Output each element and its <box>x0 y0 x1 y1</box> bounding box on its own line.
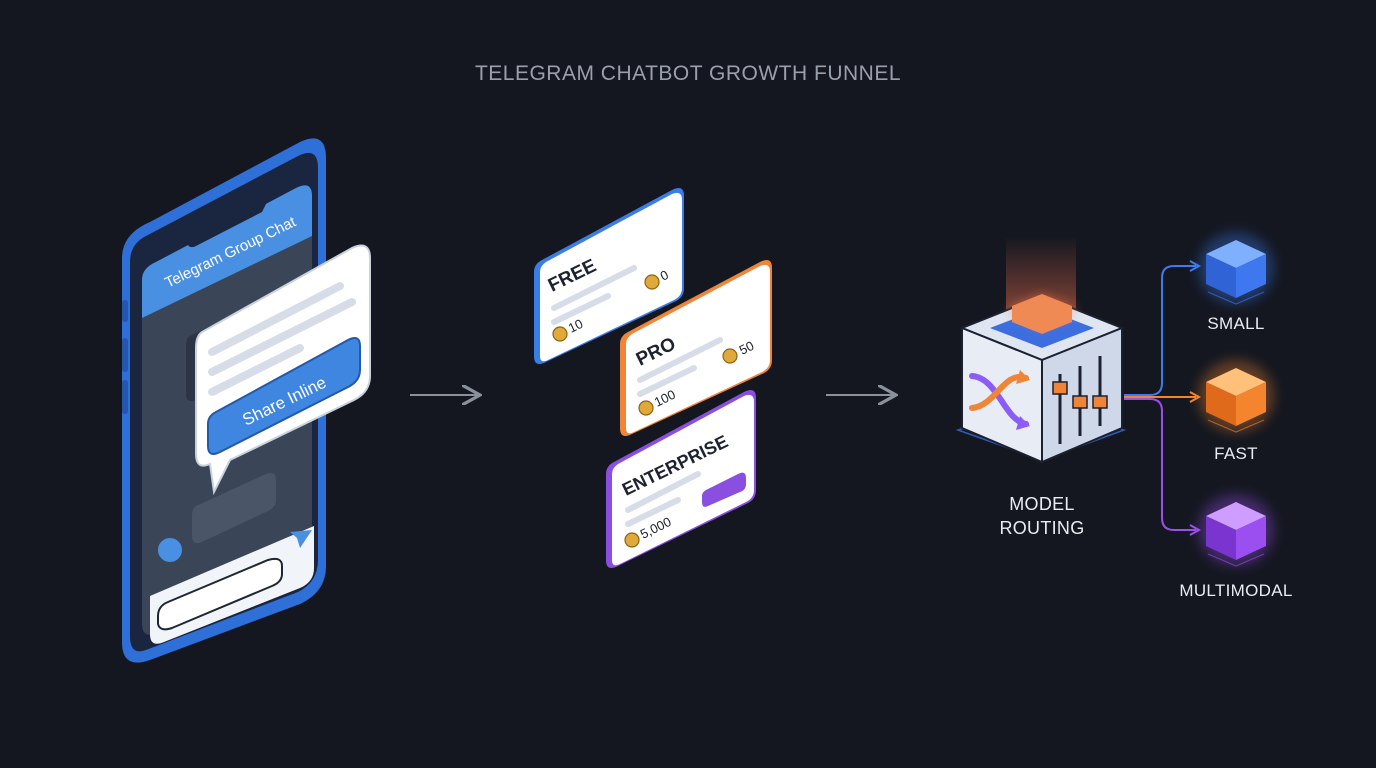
send-icon[interactable] <box>290 530 312 548</box>
share-inline-card: Share Inline <box>195 244 371 496</box>
phone-side-button <box>122 338 128 372</box>
tier-card-pro: PRO 100 50 <box>620 260 772 436</box>
model-cube-multimodal <box>1198 494 1274 567</box>
coin-icon <box>624 532 640 548</box>
model-routing-label: MODEL ROUTING <box>982 492 1102 540</box>
message-input[interactable] <box>157 557 283 631</box>
model-routing-line2: ROUTING <box>999 518 1085 538</box>
routing-connectors <box>1124 260 1202 536</box>
phone-notch <box>186 192 269 248</box>
model-label-small: SMALL <box>1207 314 1265 333</box>
sliders-icon <box>1052 356 1108 444</box>
tier-cost-pro: 50 <box>737 338 757 358</box>
model-cube-fast <box>1198 360 1274 433</box>
enterprise-cta-button[interactable] <box>702 472 746 507</box>
chat-bubble <box>192 472 276 544</box>
shuffle-icon <box>969 370 1030 430</box>
phone-side-button <box>122 380 128 414</box>
coin-icon <box>552 326 568 342</box>
tier-card-free: FREE 10 0 <box>534 188 684 364</box>
coin-icon <box>638 400 654 416</box>
coin-icon <box>644 274 660 290</box>
avatar <box>158 538 182 562</box>
coin-icon <box>722 348 738 364</box>
model-label-fast: FAST <box>1214 444 1258 463</box>
tier-credits-free: 10 <box>566 316 586 336</box>
phone-side-button <box>122 300 128 322</box>
diagram-title: TELEGRAM CHATBOT GROWTH FUNNEL <box>474 62 902 85</box>
chat-header <box>142 185 312 318</box>
model-routing-line1: MODEL <box>1009 494 1075 514</box>
share-inline-button[interactable] <box>207 337 361 455</box>
model-router-cube <box>955 236 1127 464</box>
model-label-multimodal: MULTIMODAL <box>1179 581 1293 600</box>
model-cube-small <box>1198 232 1274 305</box>
